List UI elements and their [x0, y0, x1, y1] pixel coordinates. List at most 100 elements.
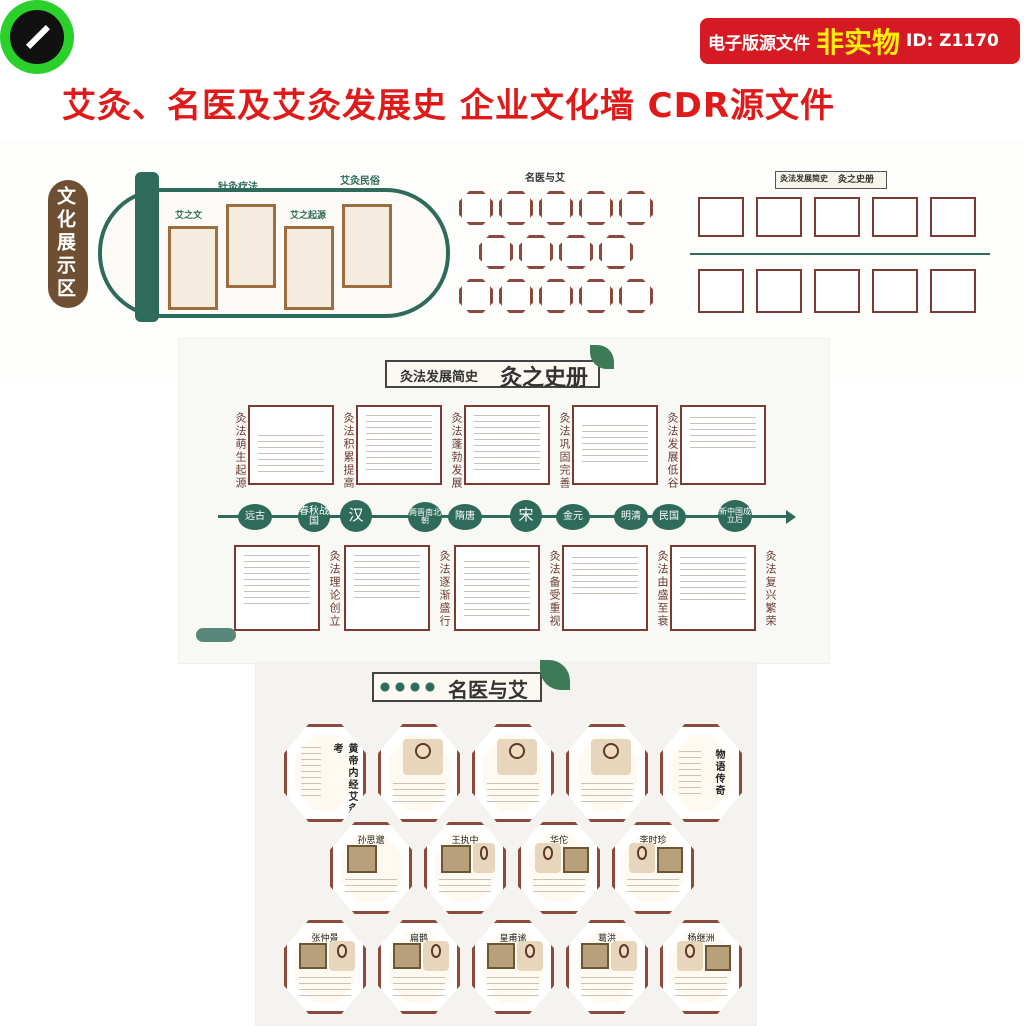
wall3-title: 灸法发展简史 — [780, 174, 828, 183]
mini-oct — [499, 191, 533, 225]
mini-card — [872, 269, 918, 313]
timeline-node: 金元 — [556, 504, 590, 530]
bottom-caption-4: 灸法由盛至衰 — [656, 550, 669, 628]
side-label-bg — [48, 180, 88, 308]
timeline-arrow — [786, 510, 796, 524]
top-card-5 — [680, 405, 766, 485]
top-caption-1: 灸法萌生起源 — [234, 412, 247, 490]
mini-card — [814, 269, 860, 313]
doctor-name: 皇甫谧 — [499, 934, 527, 944]
side-label: 文化展示区 — [54, 186, 76, 301]
label-4: 艾之起源 — [290, 211, 327, 221]
mini-card — [930, 269, 976, 313]
mini-timeline — [690, 253, 990, 255]
mini-oct — [459, 191, 493, 225]
history-title-box — [385, 360, 600, 388]
doctor-card — [566, 724, 648, 822]
wall-culture-display: 文化展示区 针灸疗法 艾灸民俗 艾之文 艾之起源 — [40, 160, 460, 335]
bottom-caption-3: 灸法备受重视 — [548, 550, 561, 628]
doctor-text: 物语传奇 — [713, 749, 724, 797]
badge-label-1: 电子版源文件 — [708, 33, 810, 54]
wall3-title-box — [775, 171, 887, 189]
bottom-caption-1: 灸法理论创立 — [328, 550, 341, 628]
page-title: 艾灸、名医及艾灸发展史 企业文化墙 CDR源文件 — [62, 86, 836, 126]
panel-2 — [226, 204, 276, 288]
logo — [0, 0, 74, 74]
mini-oct — [459, 279, 493, 313]
top-card-3 — [464, 405, 550, 485]
doctor-card: 张仲景 — [284, 920, 366, 1014]
mini-oct — [619, 279, 653, 313]
doctor-card: 杨继洲 — [660, 920, 742, 1014]
doctor-card: 孙思邈 — [330, 822, 412, 914]
doctor-name: 张仲景 — [311, 934, 339, 944]
timeline-node: 汉 — [340, 500, 372, 532]
mini-oct — [599, 235, 633, 269]
label-3: 艾之文 — [175, 211, 203, 221]
mini-oct — [579, 279, 613, 313]
pencil-icon — [10, 10, 64, 64]
timeline-node: 春秋战国 — [298, 502, 330, 532]
mini-card — [930, 197, 976, 237]
top-caption-5: 灸法发展低谷 — [666, 412, 679, 490]
mini-card — [698, 197, 744, 237]
label-1: 针灸疗法 — [218, 182, 258, 193]
doctor-card: 华佗 — [518, 822, 600, 914]
bottom-card-2 — [344, 545, 430, 631]
doctor-card: 黄帝内经艾灸考 — [284, 724, 366, 822]
doctor-card: 物语传奇 — [660, 724, 742, 822]
timeline-node: 两晋南北朝 — [408, 502, 442, 532]
bottom-caption-2: 灸法逐渐盛行 — [438, 550, 451, 628]
top-card-1 — [248, 405, 334, 485]
label-2: 艾灸民俗 — [340, 176, 380, 187]
wall-doctors-preview: 名医与艾 — [455, 165, 665, 325]
wall-history-preview: 灸法发展简史 灸之史册 — [680, 165, 1000, 330]
timeline-node: 新中国成立后 — [718, 500, 752, 532]
doctor-card: 葛洪 — [566, 920, 648, 1014]
doctor-name: 华佗 — [549, 836, 568, 846]
wall2-title: 名医与艾 — [525, 173, 565, 184]
doctor-name: 孙思邈 — [357, 836, 385, 846]
mini-oct — [559, 235, 593, 269]
mini-oct — [499, 279, 533, 313]
cloud-icon — [196, 628, 236, 642]
mini-oct — [519, 235, 553, 269]
history-title: 灸法发展简史 — [400, 370, 479, 385]
doctor-name: 王执中 — [451, 836, 479, 846]
mini-oct — [479, 235, 513, 269]
timeline-line — [218, 515, 788, 518]
panel-4 — [342, 204, 392, 288]
panel-1 — [168, 226, 218, 310]
history-title-deco: 灸之史册 — [500, 365, 589, 391]
mini-card — [756, 197, 802, 237]
timeline-node: 隋唐 — [448, 504, 482, 530]
timeline-node: 宋 — [510, 500, 542, 532]
mini-oct — [619, 191, 653, 225]
scroll-pillar — [135, 172, 159, 322]
panel-3 — [284, 226, 334, 310]
badge-id: ID: Z1170 — [906, 31, 999, 51]
bottom-card-4 — [562, 545, 648, 631]
badge-label-2: 非实物 — [816, 26, 901, 59]
mini-oct — [539, 191, 573, 225]
timeline-node: 远古 — [238, 504, 272, 530]
mini-oct — [539, 279, 573, 313]
doctors-title: 名医与艾 — [448, 678, 528, 702]
timeline-node: 民国 — [652, 504, 686, 530]
bottom-caption-5: 灸法复兴繁荣 — [764, 550, 777, 628]
mini-card — [872, 197, 918, 237]
doctor-card: 皇甫谧 — [472, 920, 554, 1014]
top-caption-3: 灸法蓬勃发展 — [450, 412, 463, 490]
mini-card — [814, 197, 860, 237]
file-badge: 电子版源文件 非实物 ID: Z1170 — [700, 18, 1020, 64]
bottom-card-5 — [670, 545, 756, 631]
doctor-card: 王执中 — [424, 822, 506, 914]
doctor-name: 扁鹊 — [409, 934, 428, 944]
doctor-card: 扁鹊 — [378, 920, 460, 1014]
doctor-card — [472, 724, 554, 822]
mini-oct — [579, 191, 613, 225]
doctor-name: 杨继洲 — [687, 934, 715, 944]
dots-decoration — [380, 682, 440, 692]
wall3-title-deco: 灸之史册 — [838, 175, 875, 185]
timeline-node: 明清 — [614, 504, 648, 530]
